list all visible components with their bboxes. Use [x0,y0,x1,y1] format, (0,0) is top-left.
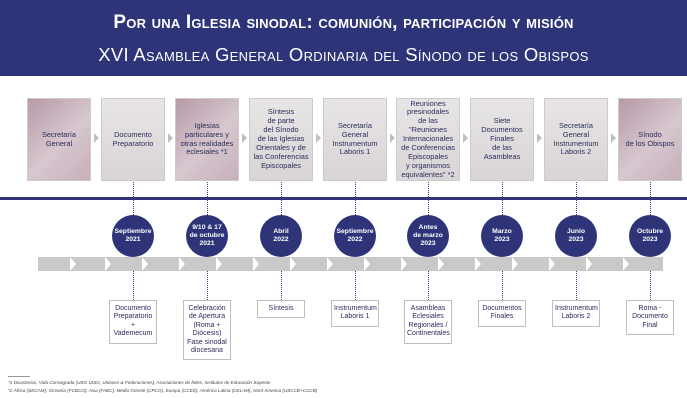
stage-card-label: Sínodo de los Obispos [625,129,675,148]
chevron-icon [327,257,333,271]
output-box: Documento Preparatorio + Vademecum [109,300,157,344]
arrow-icon [94,133,99,143]
chevron-icon [290,257,296,271]
chevron-icon [586,257,592,271]
connector [133,271,134,300]
date-label: Marzo 2023 [492,228,512,243]
date-circle: 9/10 & 17 de octubre 2021 [186,215,228,257]
date-circle: Septiembre 2022 [334,215,376,257]
chevron-icon [70,257,76,271]
arrow-icon [537,133,542,143]
chevron-icon [364,257,370,271]
date-circle: Abril 2022 [260,215,302,257]
arrow-icon [316,133,321,143]
date-circle: Marzo 2023 [481,215,523,257]
footnote-1: *1 Dicasterios, Vida Consagrada (USG-UIS… [8,380,271,385]
arrow-icon [242,133,247,143]
connector [502,271,503,300]
date-label: Junio 2023 [566,228,586,243]
connector [281,271,282,300]
chevron-icon [475,257,481,271]
chevron-icon [142,257,148,271]
stage-card-label: Secretaría General [41,129,77,148]
stage-card-2: Documento Preparatorio [101,98,165,181]
arrow-icon [390,133,395,143]
chevron-icon [401,257,407,271]
output-box: Síntesis [257,300,305,319]
connector [281,182,282,215]
stage-card-9: Sínodo de los Obispos [618,98,682,181]
arrow-icon [463,133,468,143]
connector [207,271,208,300]
stage-card-6: Reuniones presinodales de las "Reuniones… [396,98,460,181]
chevron-icon [253,257,259,271]
stage-card-8: Secretaría General Instrumentum Laboris … [544,98,608,181]
connector [355,271,356,300]
stage-card-5: Secretaría General Instrumentum Laboris … [323,98,387,181]
output-box: Asambleas Eclesiales Regionales / Contin… [404,300,452,344]
date-circle: Octubre 2023 [629,215,671,257]
main-title: Por una Iglesia sinodal: comunión, parti… [113,12,574,33]
output-box: Instrumentum Laboris 2 [552,300,600,327]
connector [428,182,429,215]
chevron-icon [438,257,444,271]
stage-card-1: Secretaría General [27,98,91,181]
stage-card-label: Secretaría General Instrumentum Laboris … [332,120,378,157]
connector [428,271,429,300]
date-label: 9/10 & 17 de octubre 2021 [189,224,225,247]
connector [133,182,134,215]
stage-card-label: Secretaría General Instrumentum Laboris … [553,120,599,157]
connector [502,182,503,215]
timeline-band [38,257,663,271]
arrow-icon [611,133,616,143]
output-box: Instrumentum Laboris 1 [331,300,379,327]
stage-card-7: Siete Documentos Finales de las Asamblea… [470,98,534,181]
connector [650,182,651,215]
subtitle: XVI Asamblea General Ordinaria del Sínod… [98,44,589,65]
footnote-2: *2 África (SECAM), Oceanía (FCBCO), Asia… [8,388,318,393]
date-circle: Junio 2023 [555,215,597,257]
chevron-icon [216,257,222,271]
date-circle: Septiembre 2021 [112,215,154,257]
stage-card-label: Iglesias particulares y otras realidades… [180,120,234,157]
connector [207,182,208,215]
output-box: Roma - Documento Final [626,300,674,336]
date-circle: Antes de marzo 2023 [407,215,449,257]
chevron-icon [105,257,111,271]
date-label: Octubre 2023 [636,228,664,243]
chevron-icon [549,257,555,271]
stage-card-3: Iglesias particulares y otras realidades… [175,98,239,181]
output-box: Celebración de Apertura (Roma + Diócesis… [183,300,231,361]
footnote-rule [8,376,30,377]
connector [576,271,577,300]
output-box: Documentos Finales [478,300,526,327]
stage-card-label: Documento Preparatorio [112,129,154,148]
chevron-icon [512,257,518,271]
date-label: Septiembre 2022 [336,228,374,243]
connector [355,182,356,215]
divider-line [0,197,687,200]
connector [576,182,577,215]
chevron-icon [623,257,629,271]
stage-card-label: Siete Documentos Finales de las Asamblea… [481,116,523,161]
chevron-icon [179,257,185,271]
arrow-icon [168,133,173,143]
date-label: Abril 2022 [273,228,289,243]
title-banner: Por una Iglesia sinodal: comunión, parti… [0,0,687,76]
stage-card-label: Reuniones presinodales de las "Reuniones… [401,98,455,179]
connector [650,271,651,300]
stage-card-4: Síntesis de parte del Sínodo de las Igle… [249,98,313,181]
date-label: Septiembre 2021 [114,228,152,243]
date-label: Antes de marzo 2023 [413,224,443,247]
stage-card-label: Síntesis de parte del Sínodo de las Igle… [253,107,309,170]
